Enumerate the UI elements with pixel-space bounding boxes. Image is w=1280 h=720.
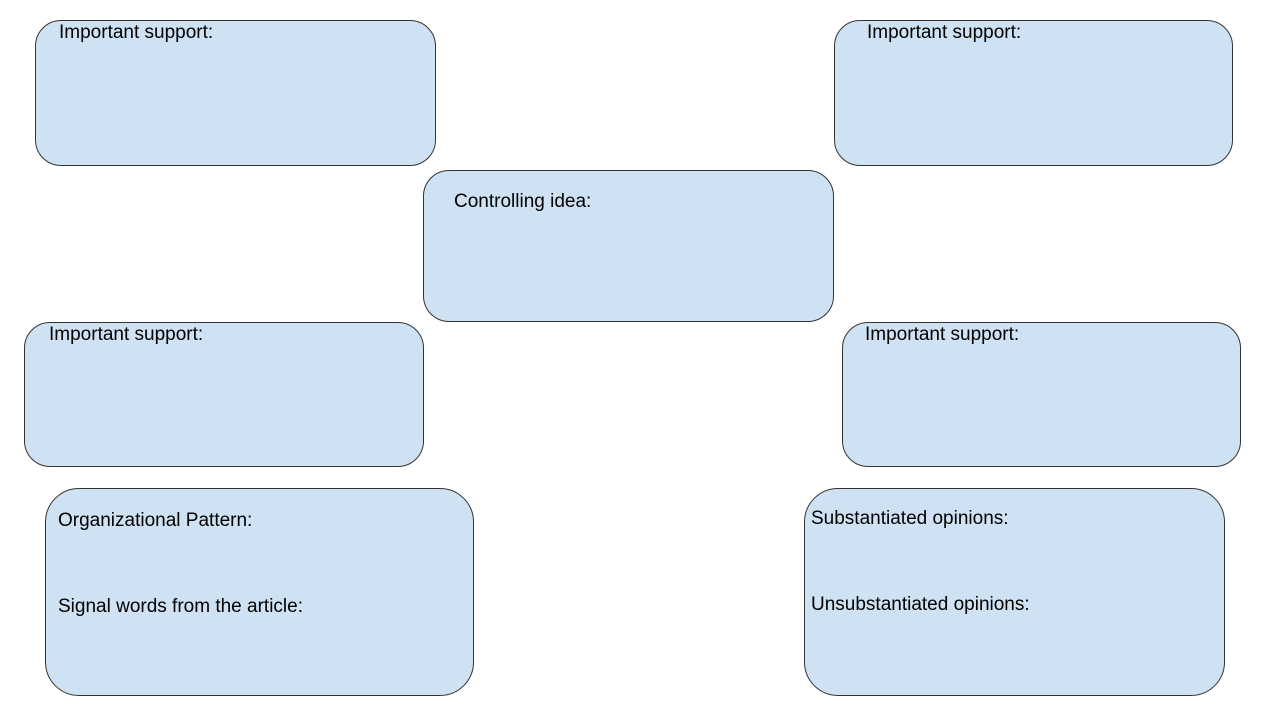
opinions-box: Substantiated opinions: Unsubstantiated … xyxy=(804,488,1225,696)
organizational-pattern-box: Organizational Pattern: Signal words fro… xyxy=(45,488,474,696)
signal-words-label: Signal words from the article: xyxy=(58,596,303,617)
support-box-top-right: Important support: xyxy=(834,20,1233,166)
support-label: Important support: xyxy=(865,324,1020,345)
controlling-idea-box: Controlling idea: xyxy=(423,170,834,322)
support-box-middle-left: Important support: xyxy=(24,322,424,467)
support-box-top-left: Important support: xyxy=(35,20,436,166)
controlling-idea-label: Controlling idea: xyxy=(454,191,592,212)
substantiated-opinions-label: Substantiated opinions: xyxy=(811,508,1009,529)
unsubstantiated-opinions-label: Unsubstantiated opinions: xyxy=(811,594,1030,615)
support-label: Important support: xyxy=(49,324,204,345)
support-label: Important support: xyxy=(59,22,214,43)
support-box-middle-right: Important support: xyxy=(842,322,1241,467)
organizational-pattern-label: Organizational Pattern: xyxy=(58,510,253,531)
support-label: Important support: xyxy=(867,22,1022,43)
